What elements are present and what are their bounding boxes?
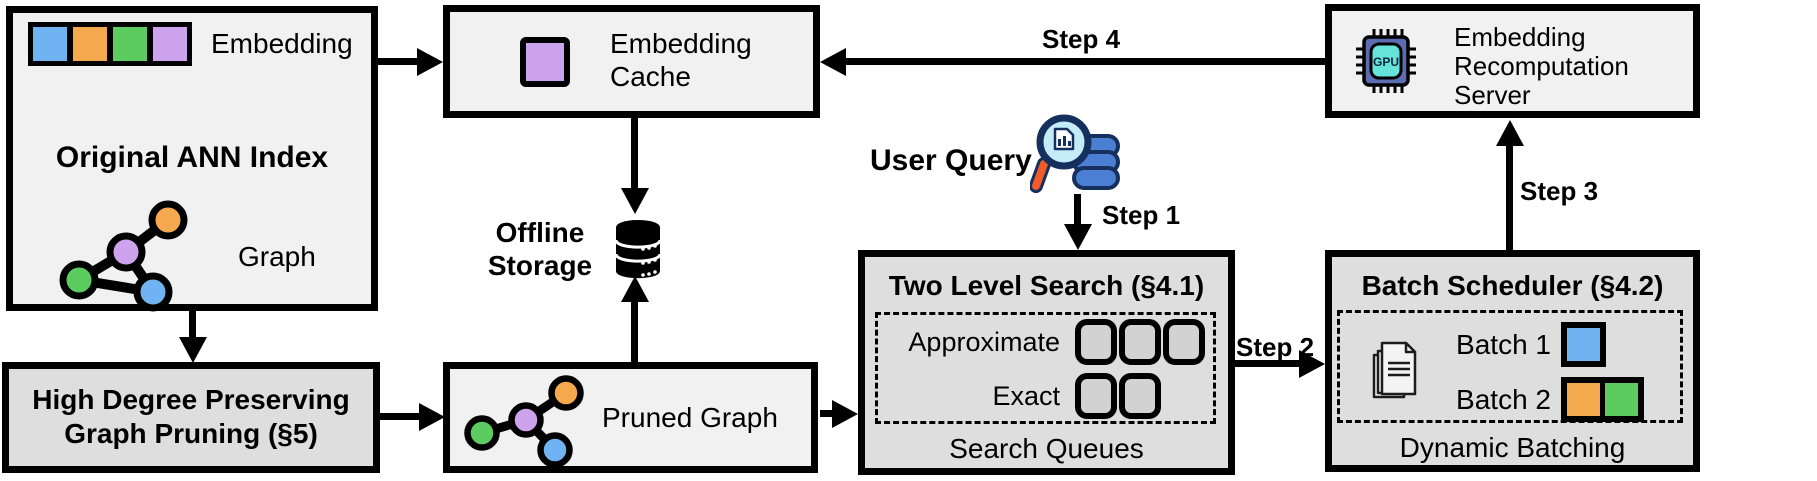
embedding-cache-label: Embedding Cache bbox=[610, 27, 752, 93]
arrow-step3 bbox=[1506, 144, 1513, 250]
exact-queue-row: Exact bbox=[878, 369, 1213, 423]
pruned-graph-label: Pruned Graph bbox=[602, 402, 778, 433]
exact-slots bbox=[1075, 373, 1161, 419]
documents-icon bbox=[1372, 341, 1417, 399]
embedding-cache-box: Embedding Cache bbox=[443, 5, 820, 118]
server-line1: Embedding bbox=[1454, 22, 1586, 52]
embedding-cache-line1: Embedding bbox=[610, 28, 752, 59]
batch1-label: Batch 1 bbox=[1456, 328, 1551, 360]
pruned-graph-box: Pruned Graph bbox=[443, 362, 818, 473]
color-square bbox=[1567, 383, 1600, 416]
arrow-step2 bbox=[1235, 360, 1301, 367]
exact-label: Exact bbox=[992, 380, 1060, 411]
original-ann-index-title: Original ANN Index bbox=[55, 141, 329, 174]
arrow-step1-head bbox=[1064, 224, 1092, 250]
embedding-cache-line2: Cache bbox=[610, 61, 691, 92]
database-storage-icon bbox=[614, 220, 662, 279]
dynamic-batching-area: Batch 1 Batch 2 bbox=[1337, 310, 1683, 423]
dynamic-batching-label: Dynamic Batching bbox=[1399, 432, 1626, 463]
color-square bbox=[113, 27, 147, 61]
step4-label: Step 4 bbox=[1042, 24, 1121, 54]
original-ann-index-box: Embedding Original ANN Index Graph bbox=[6, 6, 378, 312]
user-query-label: User Query bbox=[870, 144, 1032, 177]
arrow-pruned-to-storage bbox=[631, 300, 638, 362]
gpu-icon: GPU bbox=[1356, 29, 1416, 93]
recomputation-server-label: Embedding Recomputation Server bbox=[1454, 23, 1629, 110]
embedding-vector-strip bbox=[28, 22, 192, 66]
arrow-ann-to-pruning-head bbox=[179, 337, 207, 363]
graph-label: Graph bbox=[238, 241, 316, 272]
arrow-pruned-to-search-head bbox=[832, 400, 858, 428]
gpu-icon-label: GPU bbox=[1373, 55, 1399, 69]
offline-storage-line2: Storage bbox=[487, 250, 593, 281]
two-level-search-title: Two Level Search (§4.1) bbox=[888, 270, 1205, 301]
arrow-cache-to-storage-head bbox=[621, 188, 649, 214]
two-level-search-box: Two Level Search (§4.1) Approximate Exac… bbox=[858, 250, 1235, 475]
embedding-label: Embedding bbox=[211, 28, 353, 59]
arrow-ann-to-cache bbox=[378, 58, 420, 65]
batch2-label: Batch 2 bbox=[1456, 383, 1551, 415]
step3-label: Step 3 bbox=[1520, 176, 1599, 206]
arrow-step4-head bbox=[820, 48, 846, 76]
offline-storage-line1: Offline bbox=[495, 217, 585, 248]
arrow-pruning-to-pruned bbox=[380, 413, 422, 420]
user-query-icon bbox=[1030, 114, 1120, 193]
color-square bbox=[1567, 328, 1600, 361]
arrow-ann-to-cache-head bbox=[417, 48, 443, 76]
arrow-step4 bbox=[844, 58, 1325, 65]
step2-label: Step 2 bbox=[1236, 332, 1315, 362]
approximate-queue-row: Approximate bbox=[878, 315, 1213, 369]
arrow-step2-head bbox=[1299, 350, 1325, 378]
step1-label: Step 1 bbox=[1102, 200, 1181, 230]
server-line2: Recomputation bbox=[1454, 51, 1629, 81]
batch-scheduler-box: Batch Scheduler (§4.2) Batch 1 bbox=[1325, 250, 1700, 472]
graph-pruning-box: High Degree Preserving Graph Pruning (§5… bbox=[2, 362, 380, 473]
approximate-label: Approximate bbox=[908, 326, 1060, 357]
queue-slot bbox=[1119, 373, 1161, 419]
search-queues-label: Search Queues bbox=[949, 433, 1144, 464]
cached-embedding-icon bbox=[520, 37, 570, 87]
batch2-squares bbox=[1561, 377, 1644, 422]
arrow-step1 bbox=[1074, 194, 1081, 226]
search-queues-area: Approximate Exact bbox=[875, 312, 1216, 424]
color-square bbox=[33, 27, 67, 61]
queue-slot bbox=[1075, 319, 1117, 365]
server-line3: Server bbox=[1454, 80, 1531, 110]
batch1-squares bbox=[1561, 322, 1606, 367]
graph-pruning-line2: Graph Pruning (§5) bbox=[64, 418, 318, 449]
graph-pruning-label: High Degree Preserving Graph Pruning (§5… bbox=[9, 383, 373, 451]
graph-pruning-line1: High Degree Preserving bbox=[32, 384, 350, 415]
color-square bbox=[1605, 383, 1638, 416]
arrow-ann-to-pruning bbox=[189, 311, 196, 339]
arrow-pruning-to-pruned-head bbox=[419, 403, 445, 431]
arrow-cache-to-storage bbox=[631, 118, 638, 190]
arrow-step3-head bbox=[1496, 120, 1524, 146]
approximate-slots bbox=[1075, 319, 1205, 365]
ann-graph-icon bbox=[59, 200, 188, 312]
queue-slot bbox=[1163, 319, 1205, 365]
arrow-pruned-to-storage-head bbox=[621, 276, 649, 302]
batch1-row: Batch 1 bbox=[1340, 317, 1680, 372]
recomputation-server-box: GPU Embedding Recomputation Server bbox=[1325, 4, 1700, 118]
offline-storage-label: Offline Storage bbox=[460, 216, 620, 282]
queue-slot bbox=[1075, 373, 1117, 419]
batch-scheduler-title: Batch Scheduler (§4.2) bbox=[1361, 270, 1664, 301]
color-square bbox=[73, 27, 107, 61]
color-square bbox=[153, 27, 187, 61]
queue-slot bbox=[1119, 319, 1161, 365]
arrow-pruned-to-search bbox=[820, 410, 834, 417]
pruned-graph-icon bbox=[464, 375, 584, 466]
batch2-row: Batch 2 bbox=[1340, 372, 1680, 427]
